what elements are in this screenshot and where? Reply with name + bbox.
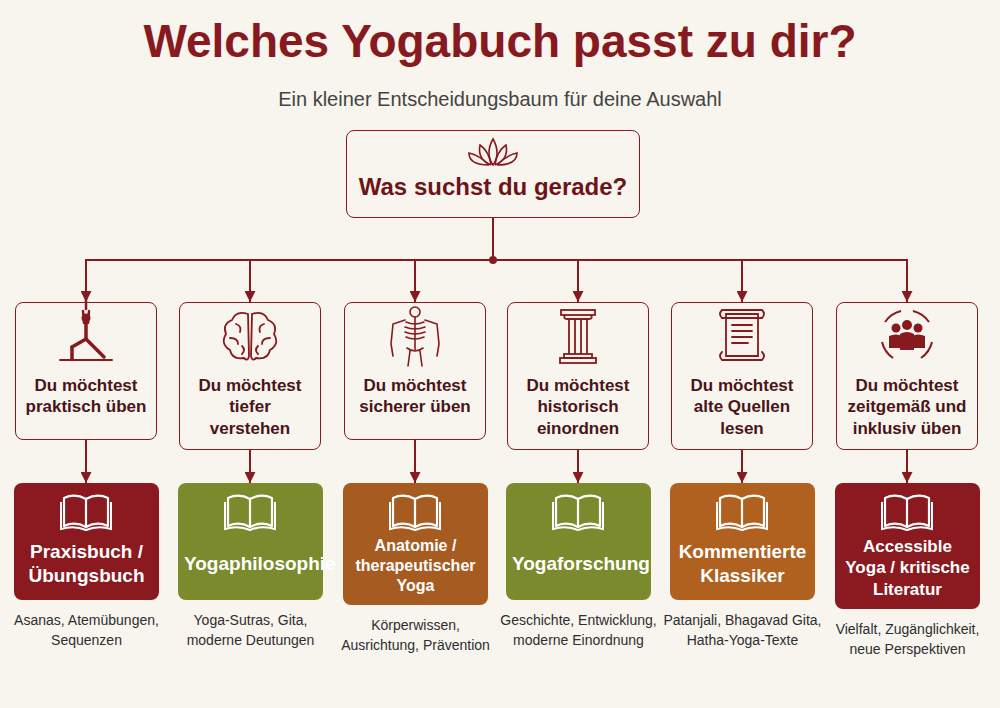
- book-description: Körperwissen, Ausrichtung, Prävention: [333, 615, 498, 656]
- connector-arrow: [85, 440, 87, 483]
- box-text: Du möchtest alte Quellen lesen: [680, 375, 804, 439]
- column-icon: [560, 310, 596, 363]
- book-title: Anatomie / therapeutischer Yoga: [349, 536, 482, 596]
- book-box: YogaphilosophieYoga-Sutras, Gita, modern…: [178, 483, 323, 600]
- book-icon: [61, 496, 111, 530]
- box-text: Was suchst du gerade?: [355, 173, 631, 201]
- people-icon: [882, 311, 932, 358]
- connector-arrow: [414, 440, 416, 483]
- yoga-pose-icon: [60, 299, 112, 360]
- connector-arrow: [906, 450, 908, 483]
- box-text: Du möchtest historisch einordnen: [516, 375, 640, 439]
- question-box: Du möchtest sicherer üben: [344, 302, 486, 440]
- connector-arrow: [250, 218, 493, 302]
- box-text: Du möchtest zeitgemäß und inklusiv üben: [845, 375, 969, 439]
- book-icon: [717, 496, 767, 530]
- connector-arrow: [86, 218, 493, 302]
- lotus-icon: [469, 139, 517, 165]
- diagram-title: Welches Yogabuch passt zu dir?: [0, 14, 1000, 68]
- book-description: Vielfalt, Zugänglichkeit, neue Perspekti…: [825, 619, 990, 660]
- question-box: Du möchtest zeitgemäß und inklusiv üben: [836, 302, 978, 450]
- box-text: Du möchtest tiefer verstehen: [188, 375, 312, 439]
- book-title: Accessible Yoga / kritische Literatur: [841, 536, 974, 600]
- question-box: Du möchtest historisch einordnen: [507, 302, 649, 450]
- book-description: Patanjali, Bhagavad Gita, Hatha-Yoga-Tex…: [660, 610, 825, 651]
- skeleton-icon: [391, 307, 439, 366]
- box-text: Du möchtest praktisch üben: [24, 375, 148, 418]
- question-box: Du möchtest alte Quellen lesen: [671, 302, 813, 450]
- connector-arrow: [741, 450, 743, 483]
- question-box: Du möchtest praktisch üben: [15, 302, 157, 440]
- box-text: Du möchtest sicherer üben: [353, 375, 477, 418]
- connector-arrow: [493, 218, 907, 302]
- book-icon: [882, 496, 932, 530]
- book-description: Asanas, Atemübungen, Sequenzen: [4, 610, 169, 651]
- connector-arrow: [577, 450, 579, 483]
- book-description: Geschichte, Entwicklung, moderne Einordn…: [496, 610, 661, 651]
- brain-icon: [224, 313, 277, 360]
- connector-arrow: [249, 450, 251, 483]
- question-box: Du möchtest tiefer verstehen: [179, 302, 321, 450]
- book-box: YogaforschungGeschichte, Entwicklung, mo…: [506, 483, 651, 600]
- book-title: Praxisbuch / Übungsbuch: [20, 540, 153, 588]
- book-title: Yogaforschung: [512, 552, 645, 576]
- scroll-icon: [720, 310, 764, 360]
- book-box: Kommentierte KlassikerPatanjali, Bhagava…: [670, 483, 815, 600]
- subtitle: Ein kleiner Entscheidungsbaum für deine …: [0, 88, 1000, 111]
- book-description: Yoga-Sutras, Gita, moderne Deutungen: [168, 610, 333, 651]
- book-box: Accessible Yoga / kritische LiteraturVie…: [835, 483, 980, 609]
- book-icon: [553, 496, 603, 530]
- book-icon: [390, 496, 440, 530]
- book-title: Yogaphilosophie: [184, 552, 317, 576]
- book-title: Kommentierte Klassiker: [676, 540, 809, 588]
- connector-arrow: [415, 218, 493, 302]
- book-icon: [225, 496, 275, 530]
- start-box: Was suchst du gerade?: [346, 130, 640, 218]
- book-box: Praxisbuch / ÜbungsbuchAsanas, Atemübung…: [14, 483, 159, 600]
- book-box: Anatomie / therapeutischer YogaKörperwis…: [343, 483, 488, 605]
